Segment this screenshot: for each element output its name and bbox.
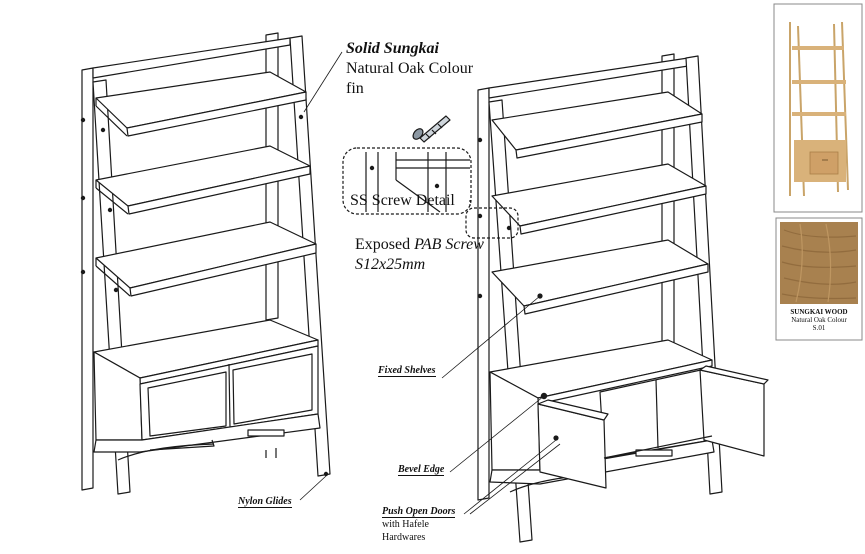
exposed-prefix: Exposed (355, 236, 411, 253)
bevel-edge-callout: Bevel Edge (398, 464, 445, 476)
material-desc-line1: Natural Oak Colour (346, 60, 474, 77)
left-shelf-closed (80, 32, 331, 495)
screw-detail-label: SS Screw Detail (350, 192, 455, 209)
exposed-screw-label: Exposed PAB Screw (355, 236, 484, 254)
push-open-sub2: Hardwares (382, 532, 426, 543)
exposed-screw-type: PAB Screw (414, 236, 484, 253)
material-title: Solid Sungkai (346, 40, 439, 57)
screw-size-label: S12x25mm (355, 256, 426, 273)
product-photo-thumbnail (773, 3, 863, 213)
push-open-doors-callout: Push Open Doors (382, 506, 456, 518)
leader-lines (299, 51, 561, 515)
wood-swatch (775, 217, 863, 341)
swatch-caption: SUNGKAI WOOD Natural Oak Colour S.01 (776, 308, 862, 332)
swatch-code: S.01 (812, 324, 826, 333)
fixed-shelves-callout: Fixed Shelves (378, 365, 436, 377)
swatch-title: SUNGKAI WOOD (790, 308, 848, 316)
nylon-glides-callout: Nylon Glides (238, 496, 292, 508)
material-desc-line2: fin (346, 80, 364, 97)
right-shelf-open (477, 53, 769, 543)
push-open-sub1: with Hafele (382, 519, 429, 530)
screw-icon (412, 115, 451, 143)
screw-detail-inset (342, 147, 519, 239)
swatch-line2: Natural Oak Colour (791, 316, 847, 325)
